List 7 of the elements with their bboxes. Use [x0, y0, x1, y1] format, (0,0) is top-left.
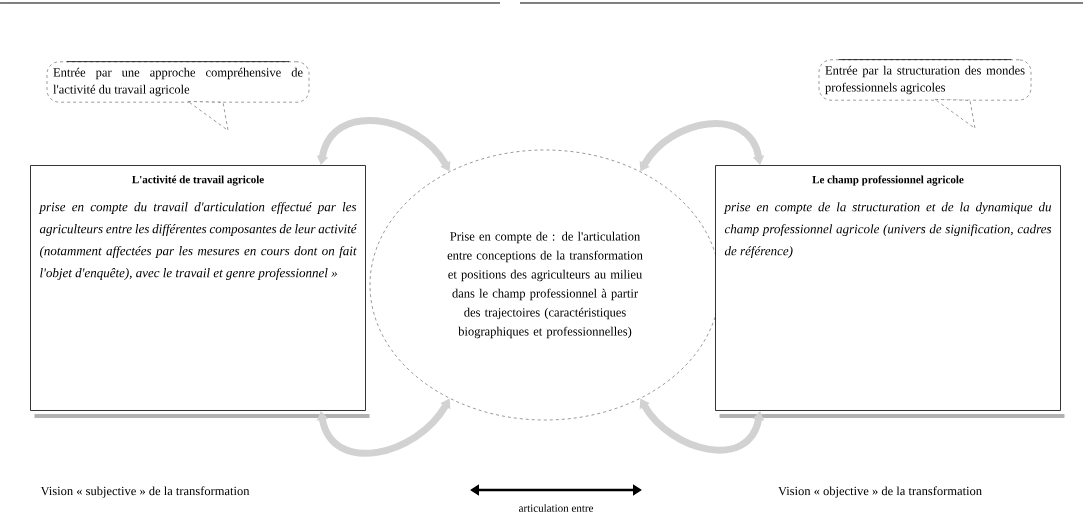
vision-label: Vision « subjective » de la transformation [40, 486, 250, 498]
arrow-caption: articulation entre [519, 504, 594, 512]
text-box: Le champ professionnel agricole prise en compte de la structuration et de la dynamique du champ professionnel agricole (univers de signification, cadres de référence) [715, 165, 1065, 418]
vision-label: Vision « objective » de la transformation [778, 486, 982, 498]
text-box: L'activité de travail agricole prise en compte du travail d'articulation effectué par les agriculteurs entre les différentes composantes de leur activité (notamment affectées par les mesures en cours dont on fait l'objet d'enquête), avec le travail et genre professionnel » [30, 165, 370, 418]
callout-bubble: Entrée par une approche compréhensive de l'activité du travail agricole [46, 61, 310, 131]
callout-bubble: Entrée par la structuration des mondes professionnels agricoles [818, 59, 1032, 129]
